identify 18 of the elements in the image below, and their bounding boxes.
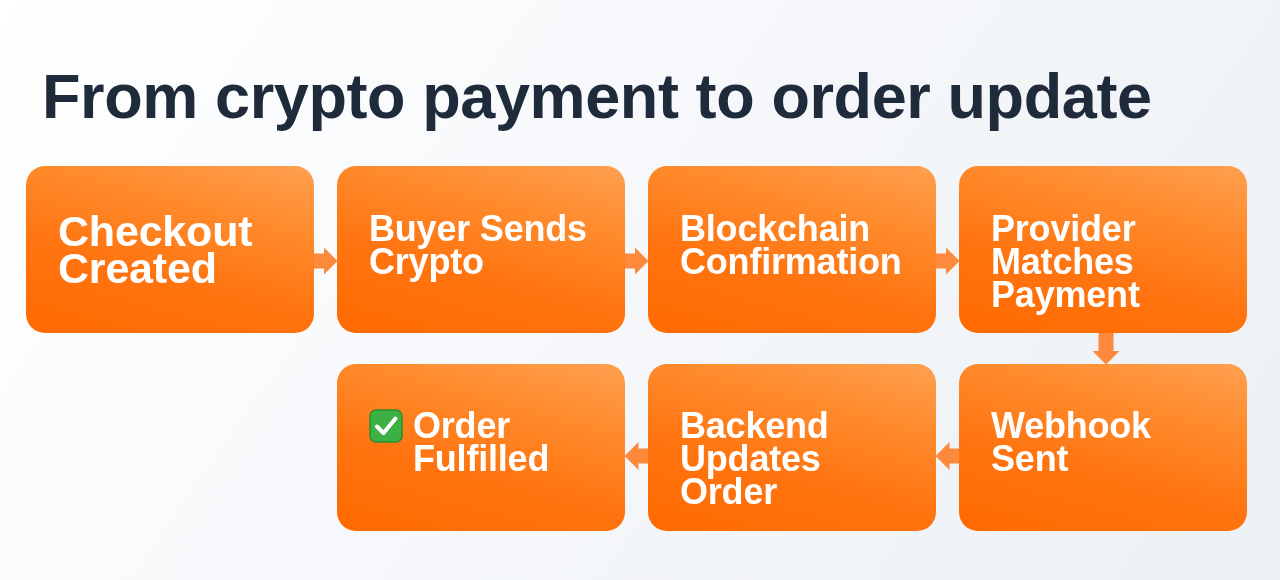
process-step-box (337, 166, 625, 333)
step-title: Order Fulfilled (413, 409, 551, 475)
step-title: Webhook Sent (991, 409, 1152, 475)
step-title: Backend Updates Order (680, 409, 830, 508)
process-step-box (959, 166, 1247, 333)
flow-arrow (625, 247, 649, 275)
flow-arrow (936, 247, 960, 275)
process-step-box (337, 364, 625, 531)
process-step-box (26, 166, 314, 333)
flow-arrow (935, 442, 959, 470)
step-title: Checkout Created (58, 213, 254, 287)
process-step-box (959, 364, 1247, 531)
step-title: Blockchain Confirmation (680, 212, 903, 278)
process-step-box (648, 364, 936, 531)
flow-arrow (624, 442, 648, 470)
flow-arrow (314, 247, 338, 275)
process-step-box (648, 166, 936, 333)
flow-arrow (1092, 333, 1120, 365)
